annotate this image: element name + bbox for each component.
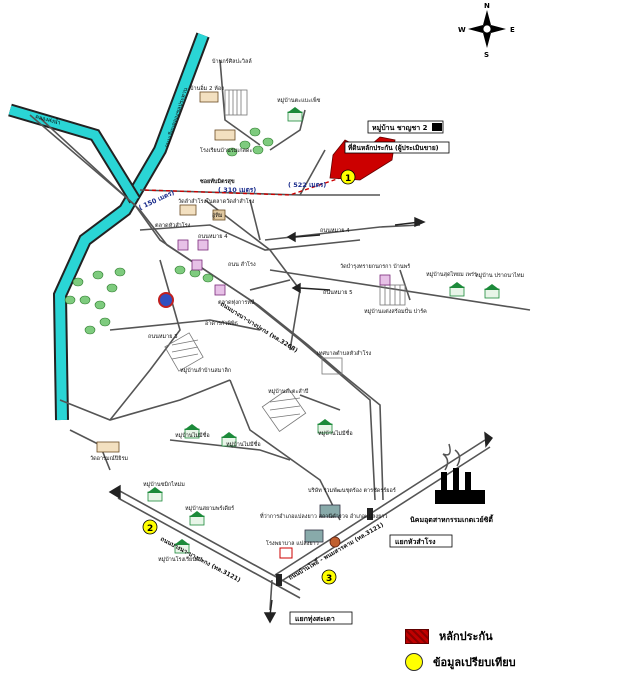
compass-w: W — [458, 26, 466, 34]
label-village-g: หมู่บ้านไม่มีชื่อ — [175, 431, 210, 439]
legend-subject-swatch — [405, 628, 429, 644]
marker-3: 3 — [326, 574, 332, 584]
factory-icon — [435, 443, 485, 504]
compass-n: N — [484, 2, 490, 10]
label-office: อาดารกัวพิพิธ — [205, 320, 238, 327]
compass-e: E — [510, 26, 515, 34]
label-junction-right: แยกหัวสำโรง — [395, 537, 436, 546]
subject-property-label: ที่ดินหลักประกัน (ผู้ประเมินขาย) — [348, 142, 439, 153]
distance-labels: ( 310 เมตร) ( 522 เมตร) ( 150 เมตร) — [137, 181, 326, 212]
label-temple-left: วัดอารมณ์ปิยิรม — [90, 455, 128, 462]
label-soi-right: ถนนหมาย 4 — [320, 228, 350, 234]
label-school: โรงเรียนบ้านร่มเกลดะ — [200, 146, 252, 154]
subject-property: หมู่บ้าน ชาญชา 2 ที่ดินหลักประกัน (ผู้ปร… — [329, 120, 450, 181]
label-village-k: หมู่บ้านสยามพร์เดียร์ — [185, 505, 234, 512]
canal — [8, 32, 210, 421]
label-village-e: หมู่บ้านลำบ้านสมาลิก — [180, 367, 231, 374]
label-top-village: บ้านกร์ศิลปะวิลล์ — [212, 58, 252, 65]
tree-icons — [64, 127, 274, 335]
legend-comparable-dot — [405, 653, 423, 671]
direction-arrows — [108, 216, 493, 624]
label-village-c: หมู่บ้าน ปราถนาไทม — [475, 272, 524, 279]
label-soi-mid: ซอยทับมิตรสุข — [200, 178, 235, 185]
legend-subject: หลักประกัน — [405, 627, 493, 645]
label-soi-left: ถนนหมาย 3 — [148, 334, 178, 340]
boxed-labels: แยกหัวสำโรง แยกทุ่งสะเดา นิคมอุตสาหกรรมเ… — [289, 513, 494, 625]
label-school-right: วัดบำรุงทรายกนกรกา บ้านพร้ — [340, 263, 410, 270]
comparable-markers: 1 2 3 — [142, 169, 356, 585]
label-soi-main: ถนนหมาย 4 — [198, 234, 228, 240]
marker-1: 1 — [345, 174, 351, 184]
label-district: เทศบาลตำบลหัวสำโรง — [317, 349, 372, 357]
village-grids — [164, 89, 406, 433]
marker-2: 2 — [147, 524, 153, 534]
label-village-f: หมู่บ้านสะตะสำปี — [268, 388, 309, 395]
house-icons — [147, 107, 500, 554]
label-village-i: หมู่บ้านไม่มีชื่อ — [318, 429, 353, 437]
compass-rose: N S W E — [458, 2, 515, 59]
landmark-icons — [96, 91, 391, 559]
label-road-small: ถนน สำโรง — [228, 260, 256, 268]
subject-project-label: หมู่บ้าน ชาญชา 2 — [372, 123, 428, 133]
label-village-h: หมู่บ้านไม่มีชื่อ — [226, 440, 261, 448]
label-ban-lom: บ้านอิ่ม 2 ห้อง — [190, 84, 224, 92]
legend-comparable: ข้อมูลเปรียบเทียบ — [405, 653, 516, 671]
label-village-l: หมู่บ้านโรงเรียนดา — [158, 555, 203, 563]
label-company: บริษัท ร่วมพัฒนชุตร้อง ตารชัดรร์ยอร์ — [308, 487, 396, 494]
compass-s: S — [484, 51, 489, 59]
distance-2: ( 522 เมตร) — [288, 181, 326, 189]
legend-comparable-label: ข้อมูลเปรียบเทียบ — [433, 656, 516, 669]
label-govt: ที่ว่าการอำเภอแปลงยาว สถานีตำรวจ อำเภอแป… — [260, 512, 388, 520]
label-soi-lower-right: ถนนหมาย 5 — [323, 290, 353, 296]
police-emblem-icon — [158, 292, 174, 308]
label-market-left: ตลาดหัวสำโรง — [155, 221, 191, 229]
label-market-center: ตลาดทุ่งการหนี — [218, 299, 255, 306]
distance-1: ( 310 เมตร) — [218, 186, 256, 194]
label-temple: วัดลำสำโรงในตลาดวัดลำสำโรง — [178, 197, 255, 205]
label-bottom-road-2: ถนนบ้านโพธิ์ - พนมสารคาม (ทล.3121) — [287, 520, 386, 582]
legend-subject-label: หลักประกัน — [439, 630, 493, 643]
label-junction-bottom: แยกทุ่งสะเดา — [295, 615, 335, 623]
traffic-light-icons — [276, 508, 373, 586]
label-industrial: นิคมอุตสาหกรรมเกตเวย์ซิตี้ — [409, 513, 494, 524]
label-village-d: หมู่บ้านแต่งสร้อมปั่น ปาร์ค — [364, 307, 427, 315]
label-village-b: หมู่บ้านสุดไทยม เพร่ร — [426, 271, 477, 278]
label-village-a: หมู่บ้านตะแบะเพ็ช — [277, 96, 321, 104]
label-plaque: อู่ทิม — [212, 212, 223, 219]
label-village-j: หมู่บ้านซมิกไหม่ม — [143, 481, 185, 488]
label-hospital: โรงพยาบาล แปลงยาว — [266, 539, 319, 547]
